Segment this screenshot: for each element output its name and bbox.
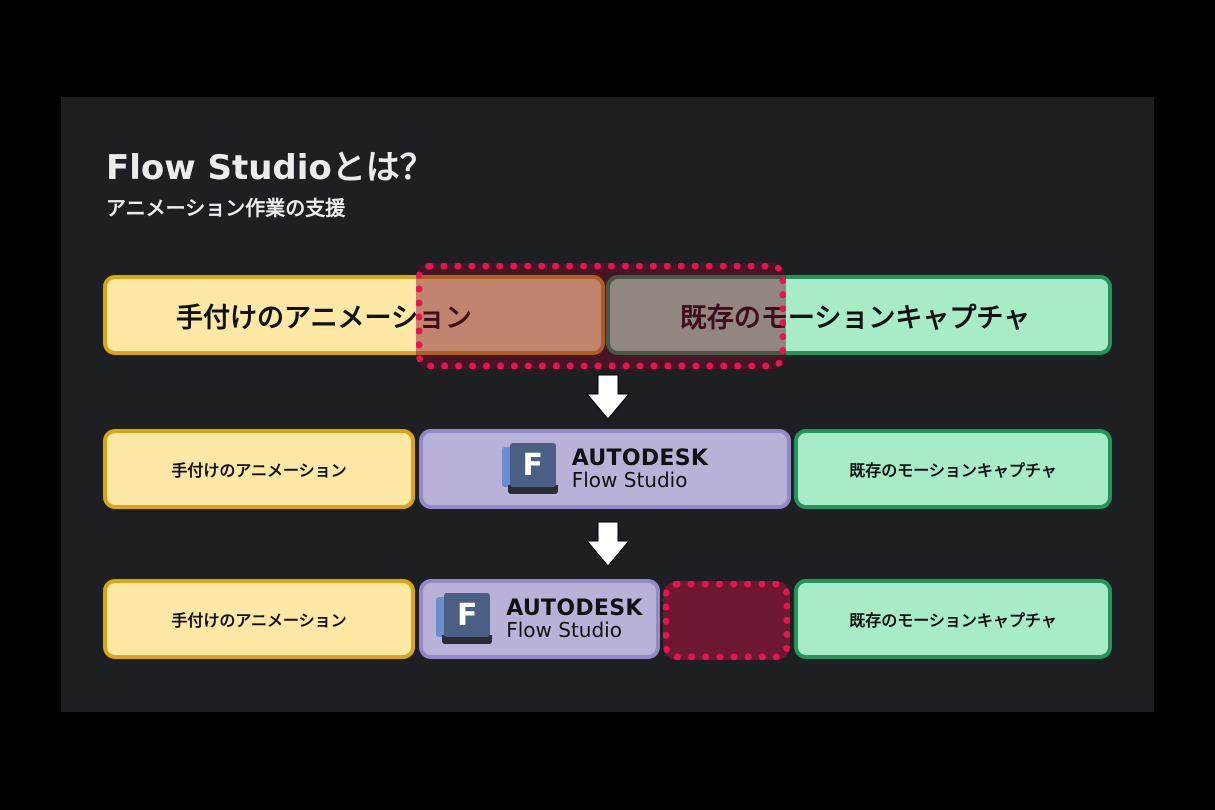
row2-motion-capture-box: 既存のモーションキャプチャ — [794, 429, 1112, 509]
logo-brand: AUTODESK — [571, 445, 709, 471]
row2-hand-animation-label: 手付けのアニメーション — [171, 461, 347, 480]
autodesk-flow-studio-logo: F AUTODESK Flow Studio — [501, 443, 709, 495]
row2-hand-animation-box: 手付けのアニメーション — [103, 429, 415, 509]
down-arrow-icon — [586, 374, 630, 420]
flow-studio-app-icon: F — [436, 593, 493, 645]
row3-hand-animation-label: 手付けのアニメーション — [171, 611, 347, 630]
row3-gap-highlight — [663, 581, 790, 660]
row3-motion-capture-label: 既存のモーションキャプチャ — [849, 611, 1057, 630]
row2-flow-studio-box: F AUTODESK Flow Studio — [419, 429, 791, 509]
flow-studio-app-icon: F — [501, 443, 558, 495]
down-arrow-icon — [586, 521, 630, 567]
row1-overlap-highlight — [416, 263, 786, 369]
logo-product: Flow Studio — [506, 618, 622, 643]
row2-motion-capture-label: 既存のモーションキャプチャ — [849, 461, 1057, 480]
row1-motion-capture-box: 既存のモーションキャプチャ — [606, 275, 1112, 355]
row3-motion-capture-box: 既存のモーションキャプチャ — [794, 579, 1112, 659]
logo-brand: AUTODESK — [506, 595, 643, 621]
logo-product: Flow Studio — [571, 468, 688, 493]
row1-motion-capture-label: 既存のモーションキャプチャ — [679, 302, 1031, 334]
slide-title: Flow Studioとは？ — [106, 148, 434, 188]
autodesk-flow-studio-logo: F AUTODESK Flow Studio — [436, 593, 643, 645]
row3-hand-animation-box: 手付けのアニメーション — [103, 579, 415, 659]
row3-flow-studio-box: F AUTODESK Flow Studio — [419, 579, 660, 659]
slide-subtitle: アニメーション作業の支援 — [106, 196, 346, 220]
